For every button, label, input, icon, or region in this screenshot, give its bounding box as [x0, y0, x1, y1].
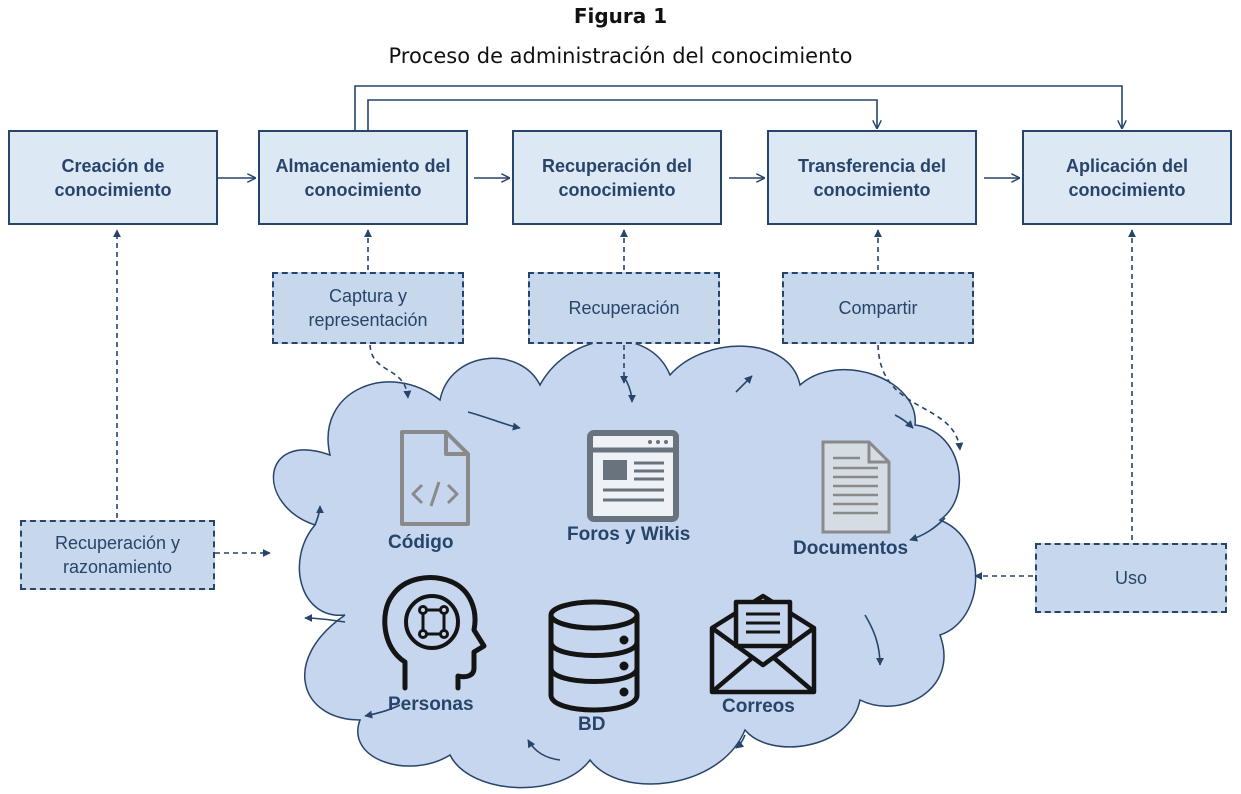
resource-personas-label: Personas — [388, 694, 474, 715]
resource-codigo-label: Código — [388, 532, 454, 553]
process-captura: Captura y representación — [272, 272, 464, 344]
step-recuperacion: Recuperación del conocimiento — [512, 130, 722, 225]
process-uso-label: Uso — [1114, 568, 1147, 588]
resource-documentos-label: Documentos — [793, 538, 909, 559]
step-aplicacion: Aplicación del conocimiento — [1022, 130, 1232, 225]
process-compartir: Compartir — [782, 272, 974, 344]
step-flow-arrows — [218, 85, 1122, 178]
ai-head-icon — [382, 575, 487, 691]
skip-arrow-to-transferencia — [367, 99, 877, 130]
resource-bd-label: BD — [578, 714, 606, 735]
process-uso: Uso — [1035, 543, 1227, 613]
process-captura-label: Captura y representación — [308, 286, 428, 330]
step-almacenamiento: Almacenamiento del conocimiento — [258, 130, 468, 225]
cloud-circulation-arrows — [304, 375, 946, 761]
process-razonamiento-label: Recuperación y razonamiento — [54, 533, 181, 577]
web-page-icon — [587, 430, 679, 522]
compartir-to-cloud-line — [877, 344, 964, 451]
database-icon — [548, 599, 640, 713]
figure-label: Figura 1 — [573, 4, 668, 28]
document-icon — [821, 440, 891, 534]
figure-title: Proceso de administración del conocimien… — [388, 44, 853, 68]
process-compartir-label: Compartir — [838, 298, 918, 318]
step-creacion: Creación de conocimiento — [8, 130, 218, 225]
process-recuperacion: Recuperación — [528, 272, 720, 344]
step-aplicacion-label: Aplicación del conocimiento — [1065, 155, 1189, 200]
knowledge-cloud — [272, 339, 977, 789]
step-creacion-label: Creación de conocimiento — [54, 155, 172, 200]
resource-foros-label: Foros y Wikis — [567, 524, 691, 545]
envelope-icon — [709, 593, 817, 695]
dashed-connectors — [113, 229, 1136, 580]
resource-correos-label: Correos — [722, 696, 795, 717]
step-almacenamiento-label: Almacenamiento del conocimiento — [275, 155, 451, 200]
process-recuperacion-label: Recuperación — [568, 298, 680, 318]
step-transferencia-label: Transferencia del conocimiento — [797, 155, 947, 200]
step-transferencia: Transferencia del conocimiento — [767, 130, 977, 225]
code-file-icon — [400, 430, 470, 526]
skip-arrow-to-aplicacion — [354, 85, 1122, 130]
step-recuperacion-label: Recuperación del conocimiento — [541, 155, 693, 200]
process-razonamiento: Recuperación y razonamiento — [20, 520, 215, 590]
